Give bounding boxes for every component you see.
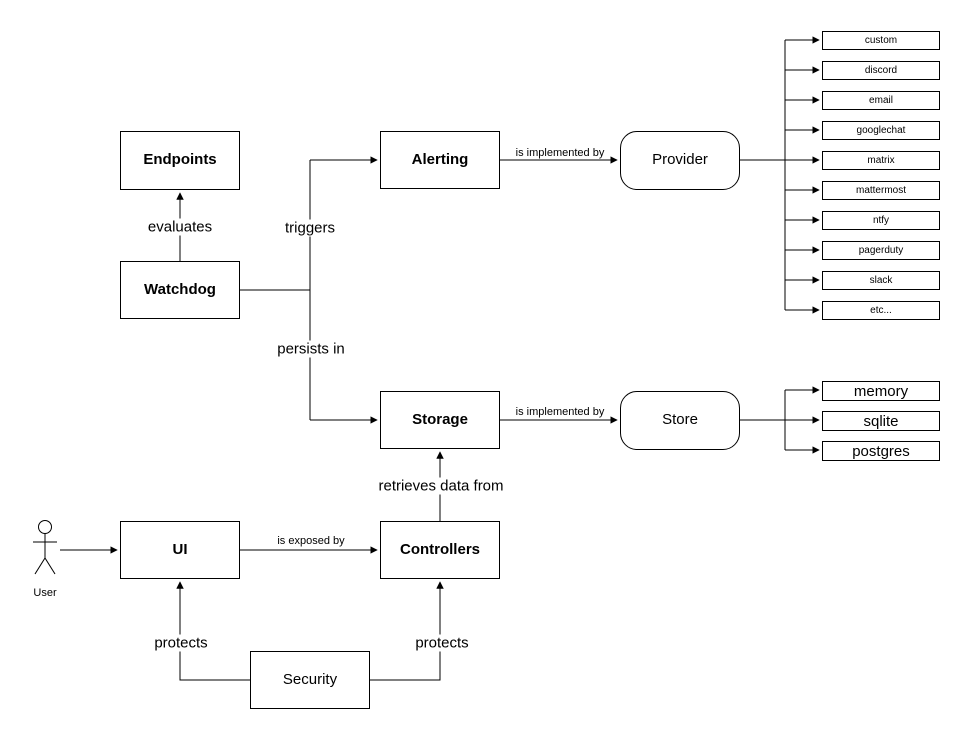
edge-security-controllers — [370, 581, 444, 681]
edge-label-retrieves-data-from: retrieves data from — [375, 477, 507, 495]
leaf-provider-mattermost: mattermost — [822, 181, 940, 200]
node-storage: Storage — [380, 391, 500, 449]
leaf-provider-ntfy: ntfy — [822, 211, 940, 230]
node-endpoints: Endpoints — [120, 131, 240, 190]
edge-label-alerting-implemented-by: is implemented by — [512, 147, 608, 159]
leaf-provider-pagerduty: pagerduty — [822, 241, 940, 260]
edge-label-persists-in: persists in — [274, 340, 348, 358]
leaf-provider-etc: etc... — [822, 301, 940, 320]
edge-label-protects-controllers: protects — [412, 634, 472, 652]
edge-label-protects-ui: protects — [151, 634, 211, 652]
leaf-provider-matrix: matrix — [822, 151, 940, 170]
edge-label-is-exposed-by: is exposed by — [274, 535, 348, 547]
user-actor-label: User — [32, 587, 58, 599]
node-provider: Provider — [620, 131, 740, 190]
leaf-provider-slack: slack — [822, 271, 940, 290]
node-ui: UI — [120, 521, 240, 579]
edge-security-ui — [176, 581, 250, 681]
leaf-store-memory: memory — [822, 381, 940, 401]
leaf-provider-discord: discord — [822, 61, 940, 80]
leaf-provider-custom: custom — [822, 31, 940, 50]
edge-label-storage-implemented-by: is implemented by — [512, 406, 608, 418]
node-controllers: Controllers — [380, 521, 500, 579]
leaf-store-sqlite: sqlite — [822, 411, 940, 431]
node-watchdog: Watchdog — [120, 261, 240, 319]
node-store: Store — [620, 391, 740, 450]
leaf-provider-email: email — [822, 91, 940, 110]
node-security: Security — [250, 651, 370, 709]
node-alerting: Alerting — [380, 131, 500, 189]
leaf-store-postgres: postgres — [822, 441, 940, 461]
leaf-provider-googlechat: googlechat — [822, 121, 940, 140]
edge-label-triggers: triggers — [281, 219, 339, 237]
edge-label-evaluates: evaluates — [144, 218, 216, 236]
user-actor-icon — [33, 520, 57, 575]
